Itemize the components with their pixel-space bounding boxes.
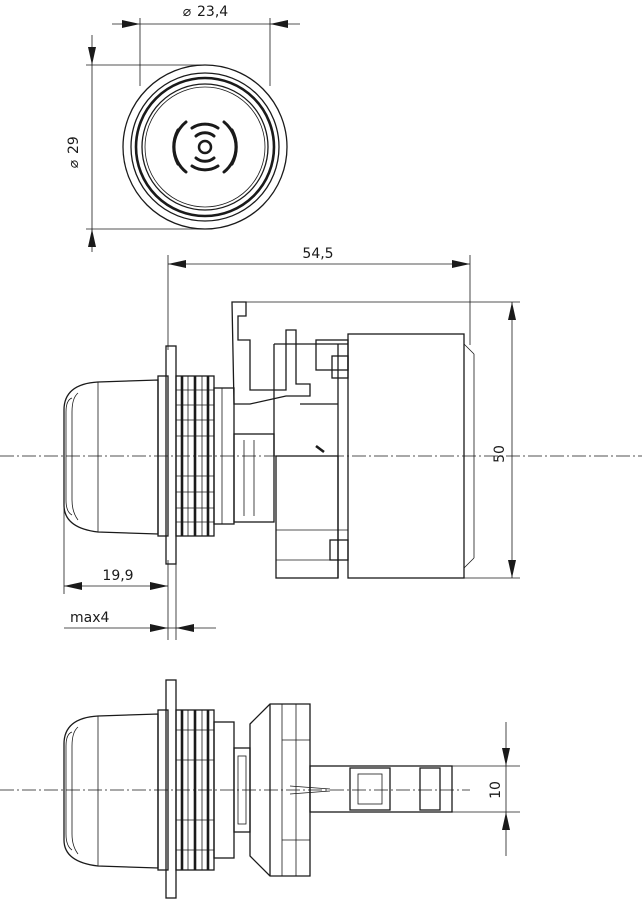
front-view [122, 64, 288, 230]
contact-block [347, 333, 465, 579]
dimension-front-width: ⌀ 23,4 [112, 4, 300, 86]
dim-front-width-symbol: ⌀ [183, 4, 192, 20]
dim-overall-length: 54,5 [302, 246, 333, 262]
dim-front-depth: 19,9 [102, 568, 133, 584]
pushbutton-cap [63, 379, 159, 535]
dim-front-width-value: 23,4 [197, 4, 228, 20]
dim-front-height-value: 29 [66, 136, 82, 154]
buzzer-symbol-icon [172, 120, 238, 174]
dim-front-height-symbol: ⌀ [66, 159, 82, 168]
dim-panel-thickness: max4 [70, 610, 110, 626]
dimension-front-height: ⌀ 29 [66, 35, 205, 252]
dim-body-height: 50 [492, 445, 508, 463]
side-view: 54,5 50 [0, 246, 642, 640]
bottom-view: 10 [0, 679, 520, 899]
dim-shaft-width: 10 [488, 781, 504, 799]
actuator-shaft [309, 765, 453, 813]
mounting-adapter [231, 301, 311, 405]
